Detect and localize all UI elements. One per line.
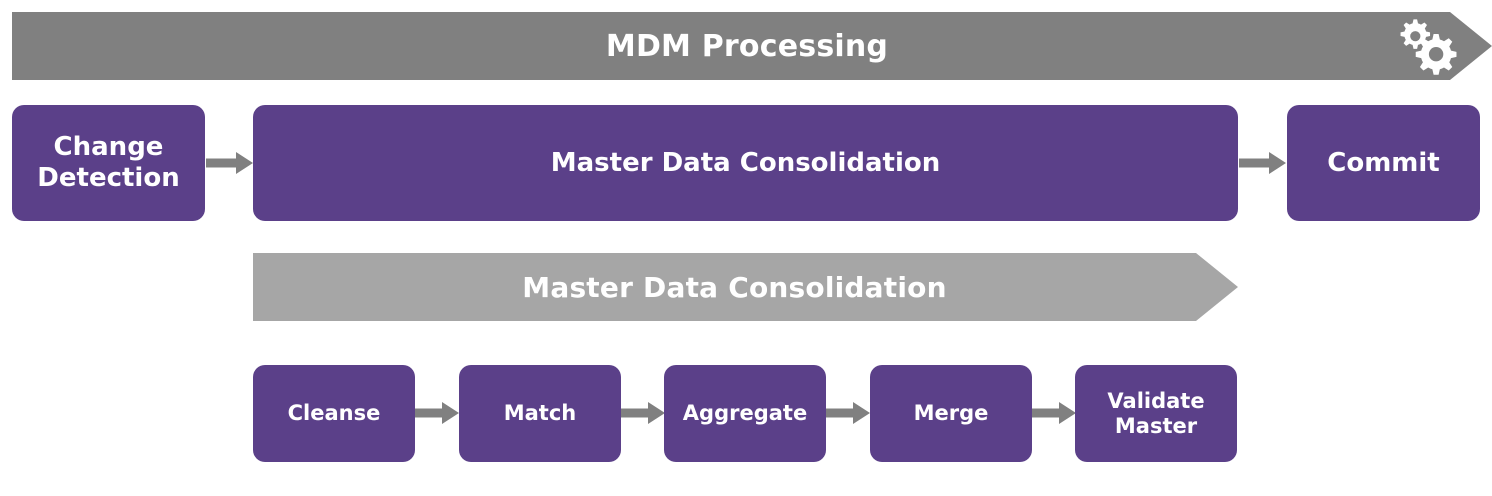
- master-data-consolidation-banner: Master Data Consolidation: [253, 253, 1238, 321]
- banner-title: MDM Processing: [605, 28, 889, 64]
- banner-title: Master Data Consolidation: [522, 270, 947, 304]
- process-box-label: Commit: [1327, 147, 1440, 178]
- process-box-change-detection[interactable]: Change Detection: [12, 105, 205, 221]
- mdm-processing-banner: MDM Processing: [12, 12, 1492, 80]
- arrow-right-icon-merge-validate: [1032, 402, 1076, 424]
- arrow-right-icon-mdc-to-commit: [1239, 152, 1286, 174]
- process-box-match[interactable]: Match: [459, 365, 621, 462]
- process-box-master-data-consolidation[interactable]: Master Data Consolidation: [253, 105, 1238, 221]
- arrow-right-icon-change-to-mdc: [206, 152, 253, 174]
- process-box-commit[interactable]: Commit: [1287, 105, 1480, 221]
- process-box-aggregate[interactable]: Aggregate: [664, 365, 826, 462]
- arrow-right-icon-aggregate-merge: [826, 402, 870, 424]
- process-box-validate-master[interactable]: Validate Master: [1075, 365, 1237, 462]
- process-box-label: Match: [503, 401, 577, 426]
- process-box-label: Validate Master: [1107, 388, 1205, 438]
- gears-icon: [1390, 15, 1464, 77]
- process-box-label: Change Detection: [37, 132, 180, 193]
- process-box-label: Merge: [913, 401, 989, 426]
- process-box-label: Master Data Consolidation: [550, 147, 941, 178]
- arrow-right-icon-cleanse-match: [415, 402, 459, 424]
- process-box-label: Aggregate: [682, 401, 808, 426]
- process-box-cleanse[interactable]: Cleanse: [253, 365, 415, 462]
- process-box-merge[interactable]: Merge: [870, 365, 1032, 462]
- arrow-right-icon-match-aggregate: [621, 402, 665, 424]
- process-box-label: Cleanse: [287, 401, 381, 426]
